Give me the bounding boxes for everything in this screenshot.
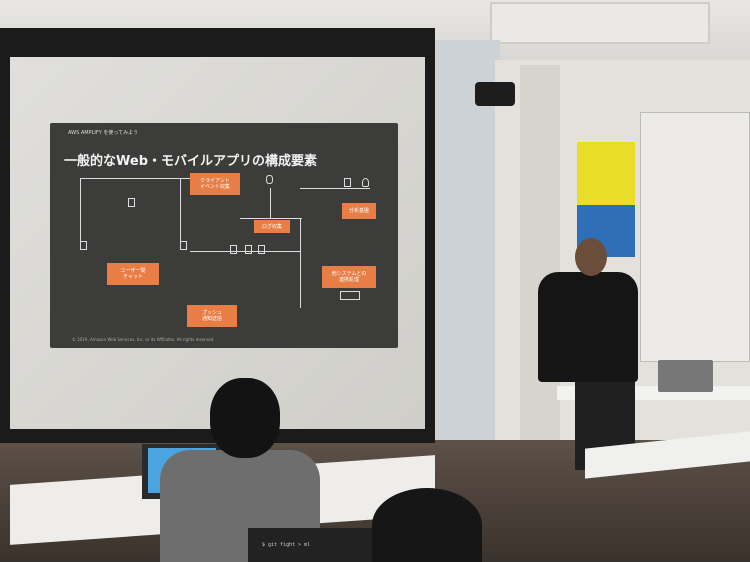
device-icon <box>80 241 87 250</box>
air-conditioner <box>490 2 710 44</box>
analytics-box: 分析基盤 <box>342 203 376 219</box>
device-icon <box>128 198 135 207</box>
audience-head <box>210 378 280 458</box>
device-icon <box>180 241 187 250</box>
server-icon <box>230 245 237 254</box>
server-icon <box>245 245 252 254</box>
presenter-head <box>575 238 607 276</box>
laptop <box>248 528 378 562</box>
slide-title: 一般的なWeb・モバイルアプリの構成要素 <box>64 154 317 169</box>
logs-box: ログ収集 <box>254 220 290 233</box>
connector <box>80 178 81 243</box>
database-icon <box>266 175 273 184</box>
push-box: プッシュ 通知送信 <box>187 305 237 327</box>
connector <box>240 218 302 219</box>
audience-head <box>372 488 482 562</box>
pillar <box>520 65 560 455</box>
slide-subtitle: AWS AMPLIFY を使ってみよう <box>68 130 139 136</box>
connector <box>270 188 271 218</box>
server-icon <box>258 245 265 254</box>
server-rack-icon <box>340 291 360 300</box>
terminal-text: $ git fight > ml <box>262 542 311 548</box>
door <box>640 112 750 362</box>
computer-icon <box>344 178 351 187</box>
connector <box>300 188 370 189</box>
slide-footer: © 2019, Amazon Web Services, Inc. or its… <box>72 337 215 342</box>
connector <box>80 178 190 179</box>
connector <box>300 218 301 308</box>
chat-box: ユーザー間 チャット <box>107 263 159 285</box>
presenter <box>538 272 638 382</box>
laptop <box>658 360 713 392</box>
speaker <box>475 82 515 106</box>
connector <box>180 178 181 243</box>
slide: AWS AMPLIFY を使ってみよう 一般的なWeb・モバイルアプリの構成要素… <box>50 123 398 348</box>
user-icon <box>362 178 369 187</box>
client-events-box: クライアント イベント収集 <box>190 173 240 195</box>
integration-box: 他システムとの 連携処理 <box>322 266 376 288</box>
